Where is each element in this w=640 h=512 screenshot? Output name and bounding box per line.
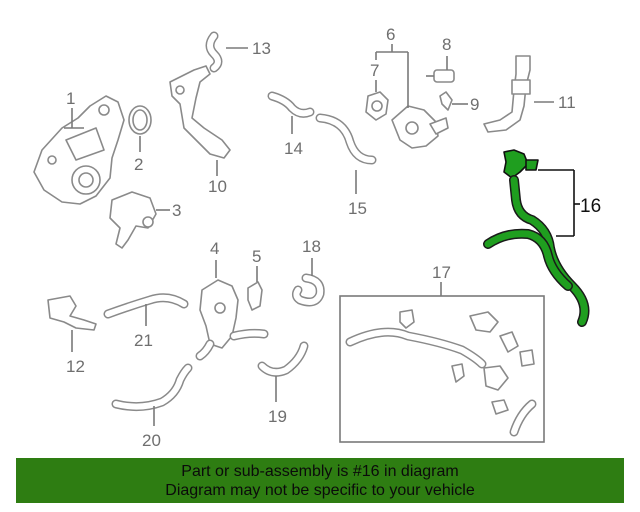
- callout-9: 9: [470, 95, 479, 114]
- callout-1: 1: [66, 89, 75, 108]
- part-13-hose[interactable]: [205, 31, 223, 73]
- callout-5: 5: [252, 247, 261, 266]
- callout-11: 11: [558, 93, 576, 112]
- part-16-hose-assembly[interactable]: [483, 149, 590, 327]
- part-5-bracket[interactable]: [247, 281, 263, 311]
- callout-19: 19: [268, 407, 287, 426]
- callout-13: 13: [252, 39, 271, 58]
- part-7-gasket[interactable]: [365, 91, 389, 121]
- part-15-hose[interactable]: [315, 113, 377, 165]
- callout-4: 4: [210, 239, 219, 258]
- fitment-banner: Part or sub-assembly is #16 in diagram D…: [16, 458, 624, 503]
- part-21-hose[interactable]: [103, 293, 189, 319]
- callout-18: 18: [302, 237, 321, 256]
- part-6-water-outlet[interactable]: [391, 105, 449, 149]
- part-1-housing[interactable]: [33, 95, 125, 205]
- part-18-hose[interactable]: [291, 273, 325, 307]
- callout-2: 2: [134, 155, 143, 174]
- part-9-clip[interactable]: [439, 91, 453, 111]
- callout-10: 10: [208, 177, 227, 196]
- part-4-housing[interactable]: [195, 279, 269, 361]
- part-17-kit[interactable]: [339, 295, 545, 443]
- banner-line-1: Part or sub-assembly is #16 in diagram: [181, 463, 459, 480]
- part-20-hose[interactable]: [111, 363, 193, 412]
- part-3-thermostat-housing[interactable]: [109, 191, 157, 249]
- part-2-gasket[interactable]: [128, 105, 152, 135]
- callout-15: 15: [348, 199, 367, 218]
- callout-14: 14: [284, 139, 303, 158]
- part-11-pipe[interactable]: [483, 55, 531, 133]
- callout-12: 12: [66, 357, 85, 376]
- callout-21: 21: [134, 331, 153, 350]
- part-19-hose[interactable]: [257, 341, 309, 377]
- parts-diagram: 1 2 3 13 10 14 15: [33, 25, 601, 450]
- part-14-hose[interactable]: [267, 91, 315, 118]
- callout-17: 17: [432, 263, 451, 282]
- banner-line-2: Diagram may not be specific to your vehi…: [165, 482, 475, 499]
- callout-16: 16: [580, 196, 601, 217]
- callout-6: 6: [386, 25, 395, 44]
- callout-8: 8: [442, 35, 451, 54]
- callout-3: 3: [172, 201, 181, 220]
- part-10-pipe[interactable]: [169, 65, 231, 159]
- callout-7: 7: [370, 61, 379, 80]
- part-12-bracket[interactable]: [47, 295, 97, 331]
- callout-20: 20: [142, 431, 161, 450]
- part-8-sensor[interactable]: [426, 69, 455, 83]
